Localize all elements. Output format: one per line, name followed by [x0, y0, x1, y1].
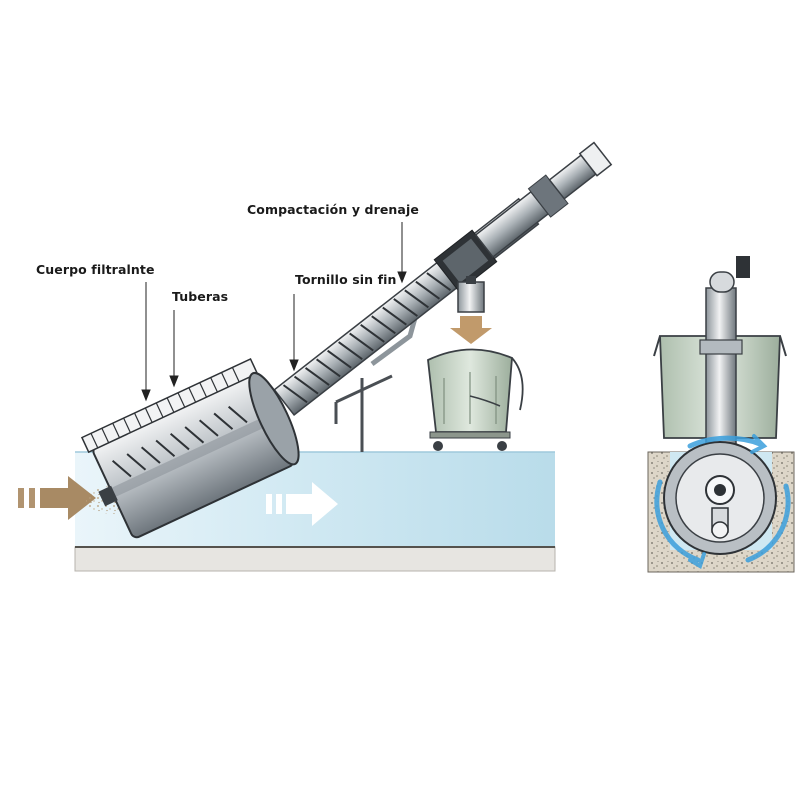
label-pointers	[141, 222, 407, 402]
label-compactacion-drenaje: Compactación y drenaje	[247, 202, 419, 217]
screw-flights	[282, 272, 452, 404]
water-flow-arrow-icon	[266, 482, 338, 526]
rotation-arrow-icon	[654, 434, 791, 569]
discharge-chute	[457, 276, 485, 313]
waste-container	[427, 348, 524, 451]
label-cuerpo-filtrante: Cuerpo filtralnte	[36, 262, 155, 277]
label-tuberias: Tuberas	[172, 289, 229, 304]
cross-section-view	[647, 256, 795, 573]
channel-floor	[74, 546, 556, 572]
filter-drum	[80, 357, 300, 539]
screw-conveyor-tube	[273, 141, 613, 416]
discharge-arrow-icon	[450, 316, 492, 344]
label-tornillo-sin-fin: Tornillo sin fin	[295, 272, 397, 287]
